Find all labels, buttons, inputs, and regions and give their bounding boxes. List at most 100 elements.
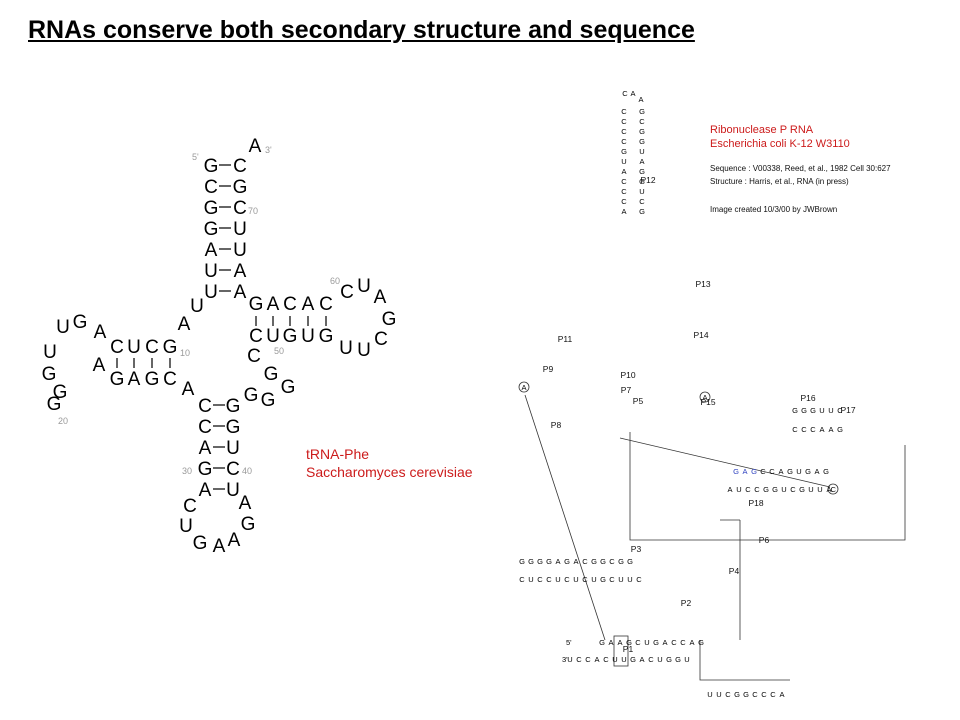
helix-label-p14: P14 — [693, 330, 708, 340]
trna-nt: A — [267, 294, 280, 315]
circled-a-left: A — [518, 381, 530, 393]
rnasep-nt: C — [754, 485, 760, 494]
helix-label-p7: P7 — [621, 385, 632, 395]
svg-text:A: A — [703, 393, 708, 402]
rnasep-nt: G — [772, 485, 778, 494]
trna-nt: G — [198, 459, 213, 480]
helix-label-p2: P2 — [681, 598, 692, 608]
rnasep-nt: A — [727, 485, 732, 494]
rnasep-nt: G — [751, 467, 757, 476]
trna-3prime-label: 3' — [265, 145, 272, 155]
rnasep-nt: C — [745, 485, 751, 494]
trna-nt: G — [241, 514, 256, 535]
trna-nt: A — [205, 240, 218, 261]
rnasep-nt: G — [591, 557, 597, 566]
svg-text:A: A — [522, 383, 527, 392]
rnasep-nt: U — [716, 690, 721, 699]
trna-nt: G — [244, 385, 259, 406]
rnasep-nt: C — [671, 638, 677, 647]
p18-connector — [619, 437, 831, 488]
trna-nt: C — [204, 177, 218, 198]
trna-nt: A — [94, 322, 107, 343]
trna-nt: C — [110, 337, 124, 358]
rnasep-nt: C — [585, 655, 591, 664]
rnasep-nt: A — [638, 95, 643, 104]
rnasep-nt: U — [618, 575, 623, 584]
rnasep-nt: C — [582, 557, 588, 566]
rnasep-nt: U — [639, 187, 644, 196]
rnasep-nt: A — [639, 157, 644, 166]
rnasep-nt: C — [621, 117, 627, 126]
trna-caption-organism: Saccharomyces cerevisiae — [306, 464, 473, 480]
trna-caption-name: tRNA-Phe — [306, 446, 369, 462]
rnasep-organism: Escherichia coli K-12 W3110 — [710, 138, 850, 150]
trna-nt: A — [213, 536, 226, 557]
rnasep-nt: G — [799, 485, 805, 494]
trna-nt: C — [374, 329, 388, 350]
rnasep-nt: G — [733, 467, 739, 476]
rnasep-nt: G — [528, 557, 534, 566]
rnasep-5prime: 5' — [566, 638, 572, 647]
trna-nt: G — [110, 369, 125, 390]
rnasep-nt: G — [787, 467, 793, 476]
rnasep-nt: G — [630, 655, 636, 664]
trna-nt: A — [234, 261, 247, 282]
helix-label-p10: P10 — [620, 370, 635, 380]
rnasep-nt: C — [546, 575, 552, 584]
helix-label-p12: P12 — [640, 175, 655, 185]
trna-nt: G — [264, 364, 279, 385]
rnasep-nt: C — [639, 197, 645, 206]
rnasep-nt: G — [537, 557, 543, 566]
trna-nt: U — [179, 516, 193, 537]
rnasep-nt: U — [736, 485, 741, 494]
rnasep-nt: G — [639, 207, 645, 216]
trna-num-50: 50 — [274, 346, 284, 356]
trna-nt: C — [247, 346, 261, 367]
rnasep-nt: G — [698, 638, 704, 647]
tail-connector — [699, 640, 790, 681]
rnasep-created-note: Image created 10/3/00 by JWBrown — [710, 205, 837, 214]
rnasep-nt: C — [639, 117, 645, 126]
rnasep-nt: G — [805, 467, 811, 476]
helix-label-p6: P6 — [759, 535, 770, 545]
rnasep-nt: U — [781, 485, 786, 494]
trna-nt: G — [47, 394, 62, 415]
rnasep-nt: U — [828, 406, 833, 415]
trna-nt: G — [53, 382, 68, 403]
trna-nt: G — [163, 337, 178, 358]
rnasep-nt: U — [555, 575, 560, 584]
trna-nt: A — [374, 287, 387, 308]
rnasep-nt: A — [814, 467, 819, 476]
trna-nt: A — [239, 493, 252, 514]
trna-nt: C — [319, 294, 333, 315]
trna-nt: A — [93, 355, 106, 376]
trna-nt: U — [127, 337, 141, 358]
rnasep-nt: C — [792, 425, 798, 434]
rnasep-nt: C — [636, 575, 642, 584]
rnasep-nt: C — [801, 425, 807, 434]
rnasep-nt: G — [837, 425, 843, 434]
trna-nt: G — [204, 156, 219, 177]
rnasep-nt: U — [817, 485, 822, 494]
rnasep-nt: A — [828, 425, 833, 434]
rnasep-nt: C — [621, 107, 627, 116]
rnasep-nt: G — [600, 575, 606, 584]
rnasep-nt: C — [621, 187, 627, 196]
p1-box — [613, 635, 629, 667]
rnasep-nt: G — [810, 406, 816, 415]
helix-label-p18: P18 — [748, 498, 763, 508]
rnasep-nt: U — [567, 655, 572, 664]
rnasep-nt: C — [576, 655, 582, 664]
rnasep-nt: G — [626, 638, 632, 647]
rnasep-nt: A — [608, 638, 613, 647]
trna-nt: A — [249, 136, 262, 157]
trna-nt: C — [198, 417, 212, 438]
trna-num-20: 20 — [58, 416, 68, 426]
rnasep-nt: G — [564, 557, 570, 566]
trna-nt: C — [163, 369, 177, 390]
rnasep-nt: C — [725, 690, 731, 699]
rnasep-nt: C — [603, 655, 609, 664]
trna-nt: U — [204, 282, 218, 303]
rnasep-nt: U — [621, 157, 626, 166]
